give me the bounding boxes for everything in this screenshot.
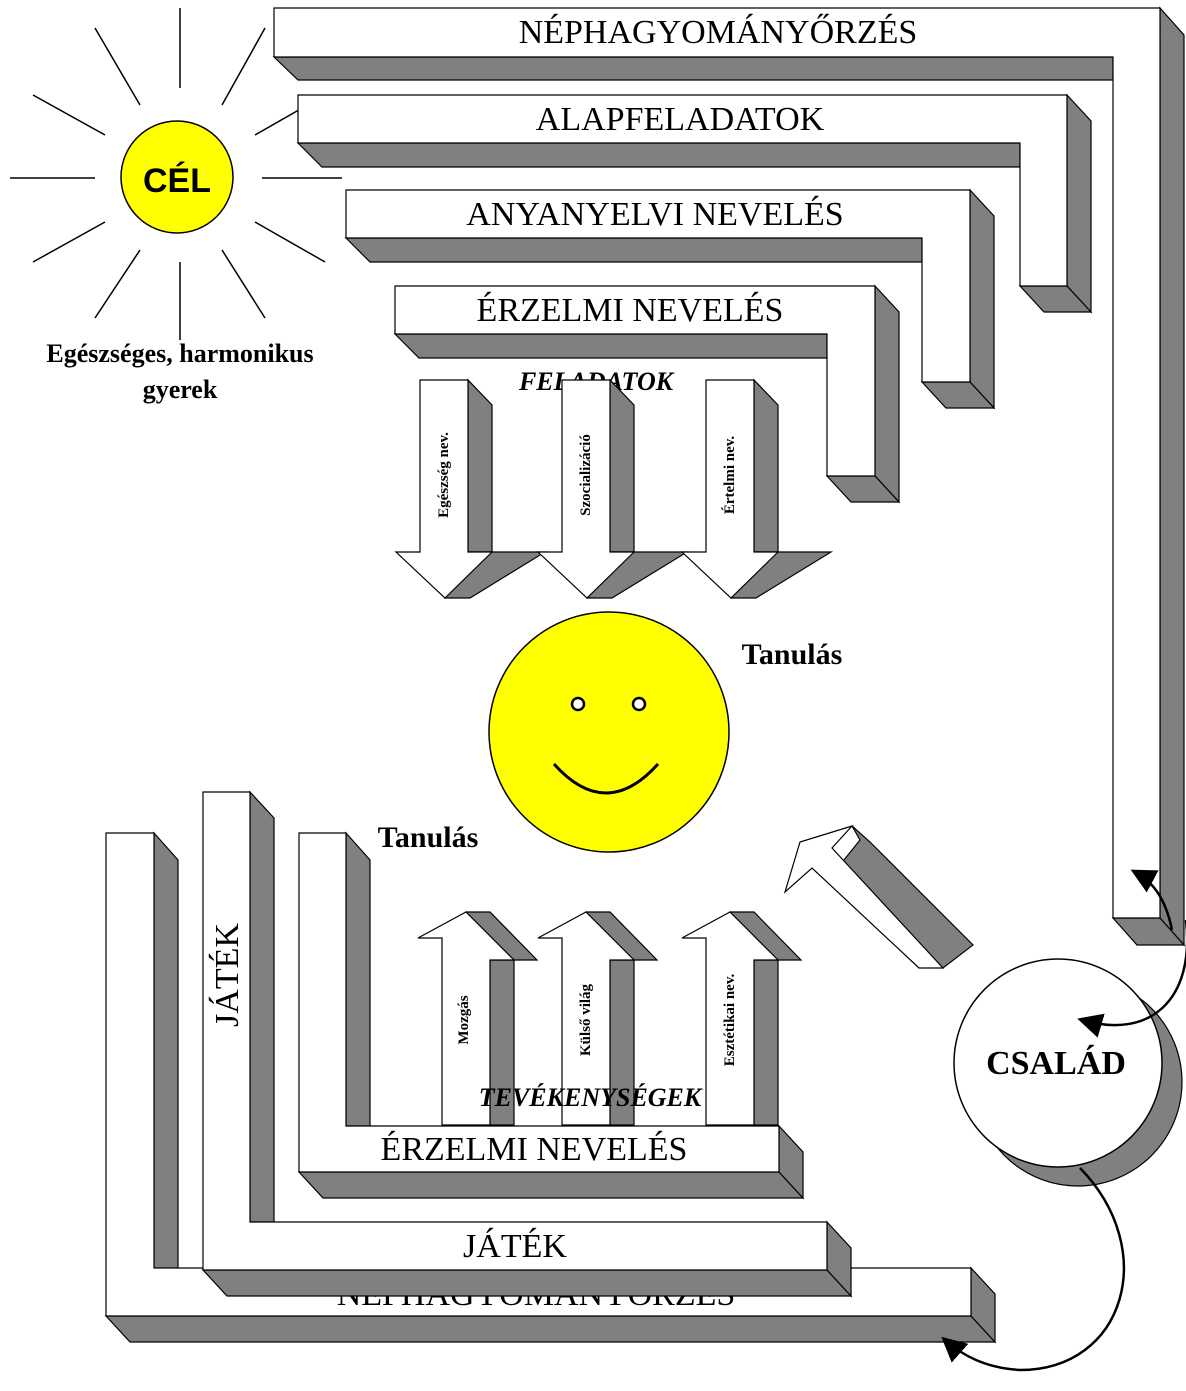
top-band-3-label: ANYANYELVI NEVELÉS: [466, 196, 843, 233]
sun-icon: [10, 8, 342, 340]
task-arrow-1-label: Egészség nev.: [436, 432, 452, 518]
task-arrow-2: [536, 378, 690, 599]
connector-family-bottom: [941, 1167, 1126, 1372]
activity-arrow-3: [681, 911, 803, 1126]
top-band-1-label: NÉPHAGYOMÁNYŐRZÉS: [519, 13, 918, 51]
bottom-band-vertical-label: JÁTÉK: [209, 923, 246, 1027]
activity-arrow-1: [417, 911, 539, 1126]
activity-arrow-2: [537, 911, 659, 1126]
learning-label-left: Tanulás: [378, 821, 479, 854]
goal-circle: [120, 120, 234, 234]
top-band-4-label: ÉRZELMI NEVELÉS: [477, 292, 784, 329]
bottom-band-inner: [297, 831, 805, 1200]
activity-arrow-1-label: Mozgás: [456, 995, 472, 1044]
learning-label-right: Tanulás: [742, 638, 843, 671]
top-band-2-label: ALAPFELADATOK: [536, 101, 825, 138]
bottom-band-inner-label: ÉRZELMI NEVELÉS: [381, 1131, 688, 1168]
goal-label: CÉL: [143, 162, 211, 200]
activity-arrow-3-label: Esztétikai nev.: [722, 974, 738, 1067]
task-arrow-1: [394, 378, 548, 599]
task-arrow-3-label: Értelmi nev.: [721, 436, 738, 515]
activity-arrow-2-label: Külső világ: [578, 983, 594, 1056]
top-band-1: [272, 6, 1186, 947]
goal-caption-line1: Egészséges, harmonikus: [46, 339, 313, 368]
bottom-band-outer: [104, 831, 997, 1344]
family-label: CSALÁD: [986, 1045, 1126, 1082]
family-circle: [953, 958, 1183, 1187]
bottom-band-middle: [201, 790, 853, 1298]
activities-title: TEVÉKENYSÉGEK: [479, 1083, 703, 1112]
connector-to-top-band: [1130, 869, 1174, 931]
smiley-icon: [488, 611, 730, 853]
top-band-4: [393, 284, 901, 504]
diagonal-arrow: [783, 824, 974, 969]
top-band-3: [344, 188, 996, 410]
bottom-band-middle-label: JÁTÉK: [463, 1228, 567, 1265]
goal-caption-line2: gyerek: [143, 375, 218, 404]
top-band-2: [296, 93, 1093, 314]
connector-family-top: [1077, 920, 1186, 1038]
task-arrow-3: [680, 378, 834, 599]
task-arrow-2-label: Szocializáció: [578, 434, 594, 516]
